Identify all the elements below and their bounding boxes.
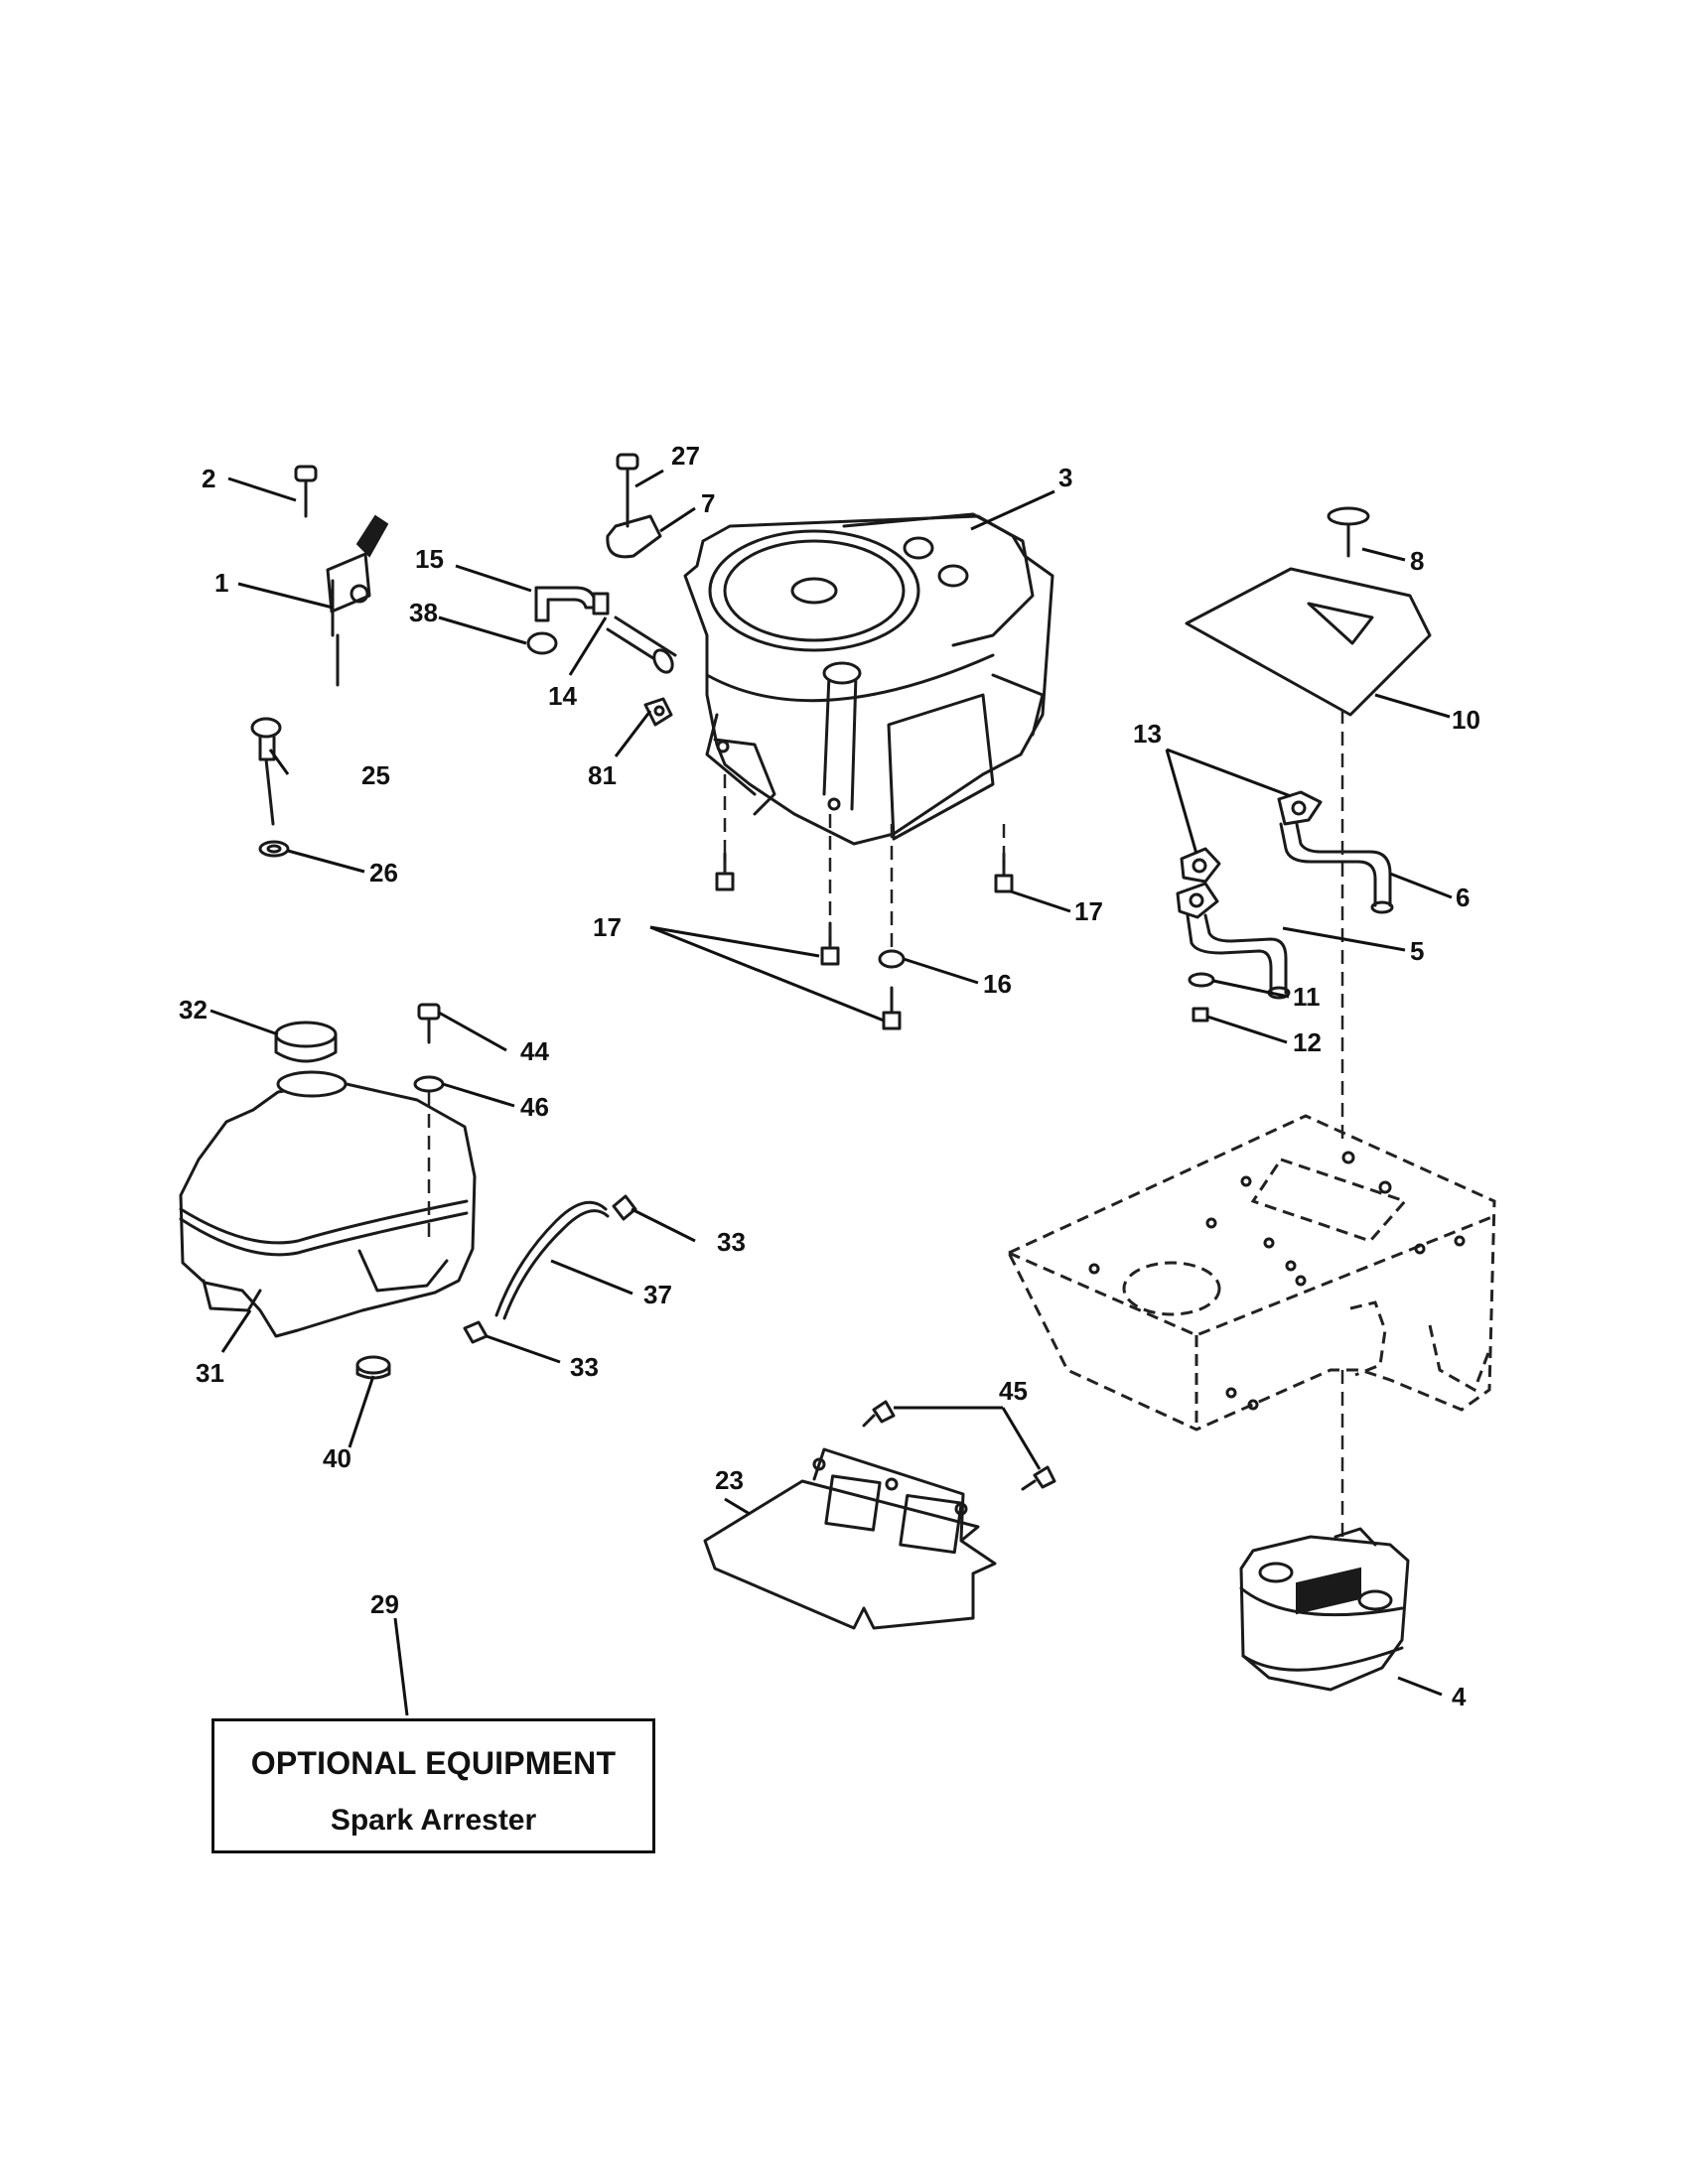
callout-32: 32 xyxy=(179,995,208,1024)
callout-17-right: 17 xyxy=(1074,896,1103,926)
callout-31: 31 xyxy=(196,1358,224,1388)
callout-8: 8 xyxy=(1410,546,1424,576)
frame-part xyxy=(1006,1114,1496,1432)
callout-12: 12 xyxy=(1293,1027,1322,1057)
callout-81: 81 xyxy=(588,760,617,790)
note-subtitle: Spark Arrester xyxy=(330,1804,537,1837)
callout-14: 14 xyxy=(548,681,577,711)
callout-16: 16 xyxy=(983,969,1012,999)
callout-7: 7 xyxy=(701,488,715,518)
callout-11: 11 xyxy=(1293,982,1321,1012)
callout-44: 44 xyxy=(520,1036,549,1066)
callout-26: 26 xyxy=(369,858,398,887)
fuel-line-part xyxy=(463,1194,637,1344)
callout-2: 2 xyxy=(202,464,215,493)
callout-29: 29 xyxy=(370,1589,399,1619)
fittings-part xyxy=(526,453,677,727)
engine-plate-part xyxy=(703,1400,1056,1630)
choke-knob-part xyxy=(250,717,290,858)
engine-part xyxy=(683,512,1054,846)
callout-45: 45 xyxy=(999,1376,1028,1406)
callout-10: 10 xyxy=(1452,705,1480,735)
tank-hardware-part xyxy=(355,1003,445,1380)
callout-6: 6 xyxy=(1456,883,1470,912)
callout-23: 23 xyxy=(715,1465,744,1495)
leader-lines xyxy=(210,469,1453,1716)
callout-33-bottom: 33 xyxy=(570,1352,599,1382)
callout-15: 15 xyxy=(415,544,444,574)
fuel-tank-part xyxy=(179,1021,477,1338)
callout-33-top: 33 xyxy=(717,1227,746,1257)
note-title: OPTIONAL EQUIPMENT xyxy=(250,1745,617,1781)
callout-1: 1 xyxy=(214,568,228,598)
callout-38: 38 xyxy=(409,598,438,627)
engine-bolts-part xyxy=(715,852,1014,1030)
callout-13: 13 xyxy=(1133,719,1162,749)
callout-labels: 2 1 27 7 3 8 10 15 38 14 81 13 6 5 11 12… xyxy=(179,441,1480,1711)
callout-17-left: 17 xyxy=(593,912,622,942)
callout-37: 37 xyxy=(643,1280,672,1309)
callout-25: 25 xyxy=(361,760,390,790)
callout-27: 27 xyxy=(671,441,700,471)
throttle-control-part xyxy=(294,465,389,687)
callout-3: 3 xyxy=(1058,463,1072,492)
exhaust-pipes-part xyxy=(1176,790,1394,1023)
callout-46: 46 xyxy=(520,1092,549,1122)
callout-4: 4 xyxy=(1452,1682,1467,1711)
heat-shield-part xyxy=(1185,506,1432,717)
optional-equipment-note: OPTIONAL EQUIPMENT Spark Arrester xyxy=(211,1718,655,1853)
callout-5: 5 xyxy=(1410,936,1424,966)
muffler-part xyxy=(1239,1527,1410,1692)
callout-40: 40 xyxy=(323,1443,351,1473)
